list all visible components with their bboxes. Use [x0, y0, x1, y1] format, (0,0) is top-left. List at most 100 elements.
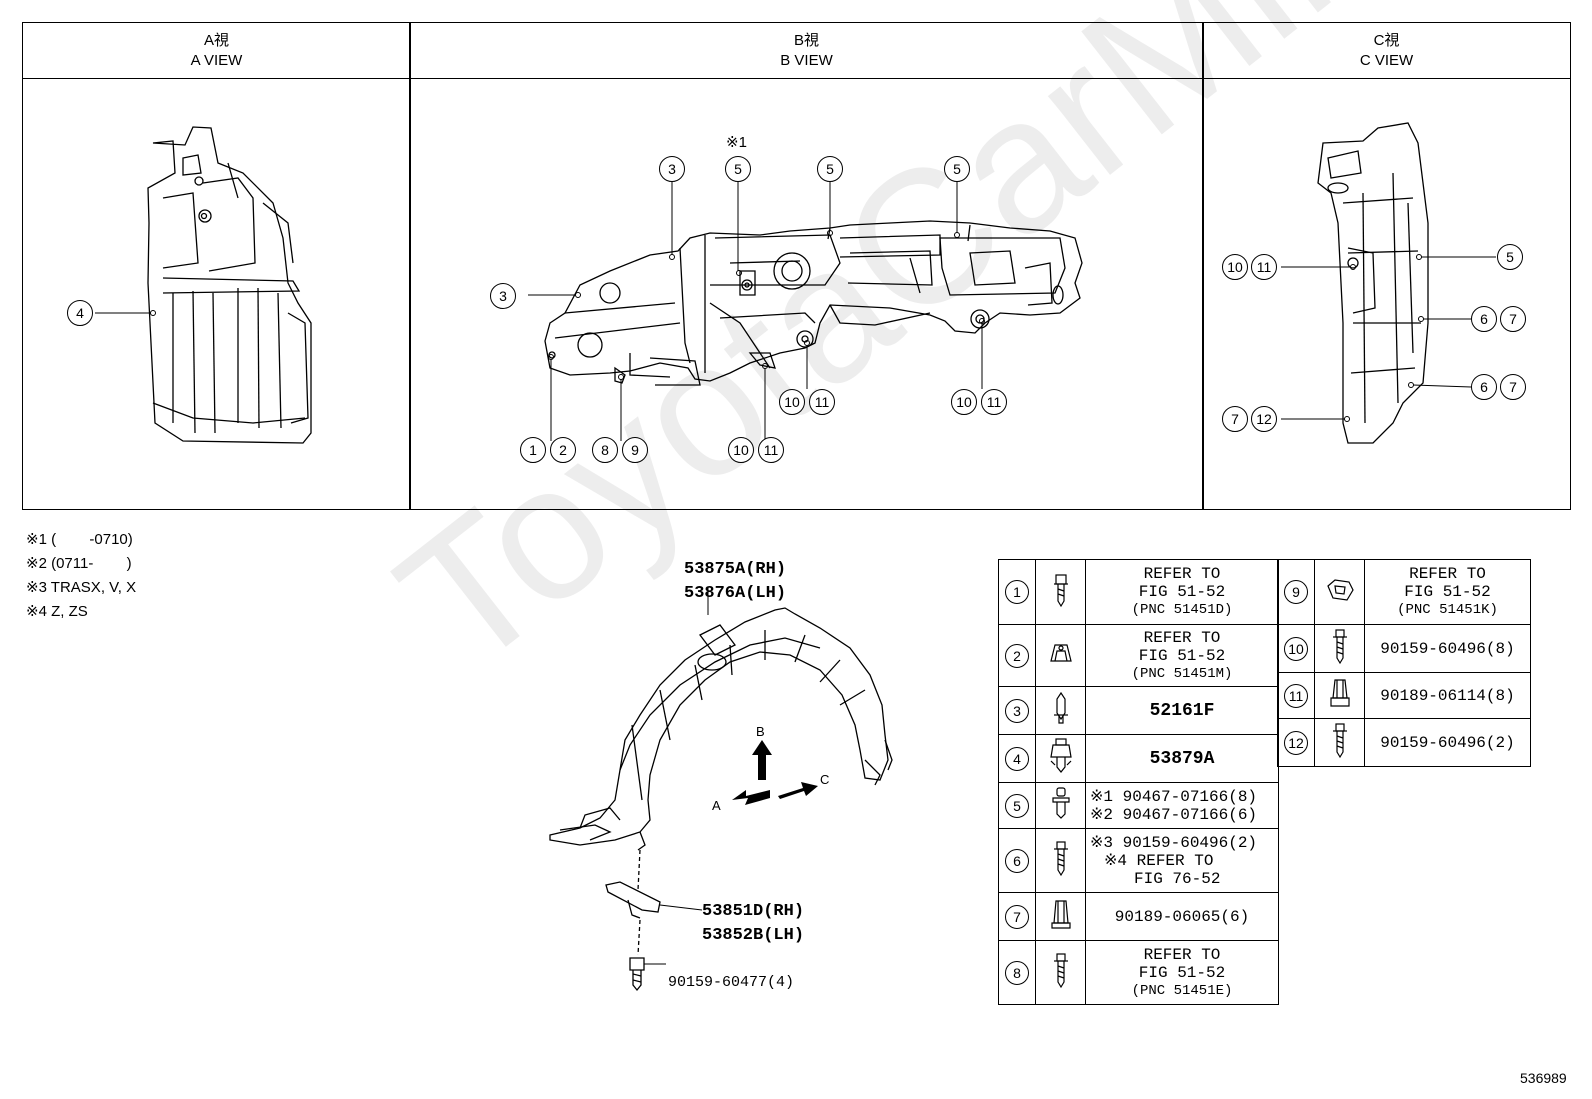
legend-9-line-2: FIG 51-52	[1404, 583, 1491, 601]
callout-10-a: 10	[779, 389, 805, 415]
clip-icon	[1314, 672, 1365, 719]
callout-5-b: 5	[817, 156, 843, 182]
callout-2: 2	[550, 437, 576, 463]
legend-2-line-3: (PNC 51451M)	[1131, 665, 1233, 682]
c-view-title-jp: C視	[1373, 32, 1400, 49]
callout-6-c-view-a: 6	[1471, 306, 1497, 332]
legend-num-10: 10	[1284, 636, 1308, 661]
a-view-leaders	[95, 310, 156, 316]
callout-5-c: 5	[944, 156, 970, 182]
callout-7-c-view-a: 7	[1500, 306, 1526, 332]
b-view-drawing	[544, 220, 1083, 386]
legend-4-line-1: 53879A	[1149, 748, 1215, 769]
callout-10-c-view: 10	[1222, 254, 1248, 280]
b-view-title-en: B VIEW	[780, 52, 833, 69]
legend-1-line-3: (PNC 51451D)	[1131, 602, 1233, 618]
legend-10-line-1: 90159-60496(8)	[1380, 639, 1515, 658]
legend-row-7: 7 90189-06065(6)	[998, 892, 1279, 941]
callout-11-c-view: 11	[1251, 254, 1277, 280]
callout-11-a: 11	[809, 389, 835, 415]
callout-11-c: 11	[758, 437, 784, 463]
screw-icon	[1314, 718, 1365, 767]
legend-row-5: 5 ※1 90467-07166(8)※2 90467-07166(6)	[998, 782, 1279, 829]
legend-6-line-3: FIG 76-52	[1134, 869, 1221, 888]
legend-row-11: 11 90189-06114(8)	[1277, 672, 1531, 719]
callout-8: 8	[592, 437, 618, 463]
part-liner-rh: 53875A(RH)	[684, 560, 787, 579]
screw-icon	[1035, 828, 1086, 893]
callout-10-c: 10	[728, 437, 754, 463]
part-bolt: 90159-60477(4)	[668, 974, 795, 991]
legend-7-line-1: 90189-06065(6)	[1114, 907, 1250, 926]
legend-5-line-1: ※1 90467-07166(8)	[1090, 787, 1258, 806]
legend-1-line-1: REFER TO	[1143, 565, 1221, 583]
nut-clip-icon	[1314, 559, 1365, 625]
legend-row-10: 10 90159-60496(8)	[1277, 624, 1531, 673]
legend-num-3: 3	[1005, 698, 1029, 723]
legend-num-5: 5	[1005, 793, 1029, 818]
callout-1: 1	[520, 437, 546, 463]
rivet-clip-icon	[1035, 782, 1086, 829]
callout-9: 9	[622, 437, 648, 463]
c-view-title-en: C VIEW	[1359, 52, 1414, 69]
part-bracket-lh: 53852B(LH)	[702, 926, 805, 945]
legend-9-line-3: (PNC 51451K)	[1397, 602, 1498, 618]
legend-8-line-2: FIG 51-52	[1138, 963, 1226, 982]
note-3: ※3 TRASX, V, X	[26, 579, 137, 596]
callout-10-b: 10	[951, 389, 977, 415]
legend-9-line-1: REFER TO	[1409, 565, 1486, 583]
c-view-panel: C視 C VIEW 10 11 5 6 7 6 7 7 12	[1202, 22, 1571, 510]
legend-11-line-1: 90189-06114(8)	[1380, 686, 1515, 705]
legend-6-line-1: ※3 90159-60496(2)	[1090, 833, 1258, 852]
legend-num-6: 6	[1005, 848, 1029, 873]
callout-3-left: 3	[490, 283, 516, 309]
callout-7-c-view-b: 7	[1500, 374, 1526, 400]
screw-icon	[1035, 940, 1086, 1005]
legend-num-4: 4	[1005, 746, 1029, 771]
direction-label-b: B	[756, 724, 765, 739]
a-view-header: A視 A VIEW	[23, 23, 410, 79]
legend-12-line-1: 90159-60496(2)	[1380, 733, 1515, 752]
legend-num-11: 11	[1284, 683, 1308, 708]
legend-6-line-2: ※4 REFER TO	[1104, 851, 1214, 870]
figure-number: 536989	[1520, 1070, 1567, 1086]
legend-num-7: 7	[1005, 904, 1029, 929]
legend-8-line-3: (PNC 51451E)	[1131, 982, 1233, 999]
a-view-title-en: A VIEW	[190, 52, 243, 69]
legend-1-line-2: FIG 51-52	[1138, 583, 1226, 601]
screw-icon	[1314, 624, 1365, 673]
push-clip-icon	[1035, 686, 1086, 735]
legend-row-3: 3 52161F	[998, 686, 1279, 735]
note-1: ※1 ( -0710)	[26, 531, 133, 548]
part-bracket-rh: 53851D(RH)	[702, 902, 805, 921]
fender-liner-drawing	[549, 588, 893, 992]
callout-5-c-view: 5	[1497, 244, 1523, 270]
legend-num-8: 8	[1005, 960, 1029, 985]
screw-grommet-icon	[1035, 734, 1086, 783]
note-2: ※2 (0711- )	[26, 555, 132, 572]
callout-6-c-view-b: 6	[1471, 374, 1497, 400]
callout-7-c-view-c: 7	[1222, 406, 1248, 432]
direction-label-c: C	[820, 772, 830, 787]
legend-num-1: 1	[1005, 580, 1029, 604]
callout-4: 4	[67, 300, 93, 326]
nut-clip-icon	[1035, 624, 1086, 687]
c-view-leaders	[1281, 254, 1496, 422]
legend-3-line-1: 52161F	[1149, 700, 1215, 721]
callout-3-top: 3	[659, 156, 685, 182]
a-view-title-jp: A視	[203, 32, 229, 49]
bolt-icon	[1035, 559, 1086, 625]
legend-num-12: 12	[1284, 730, 1308, 755]
legend-5-line-2: ※2 90467-07166(6)	[1090, 805, 1258, 824]
part-liner-lh: 53876A(LH)	[684, 584, 787, 603]
legend-num-2: 2	[1005, 643, 1029, 668]
legend-8-line-1: REFER TO	[1143, 945, 1221, 964]
a-view-drawing	[147, 126, 312, 444]
note-4: ※4 Z, ZS	[26, 603, 88, 620]
